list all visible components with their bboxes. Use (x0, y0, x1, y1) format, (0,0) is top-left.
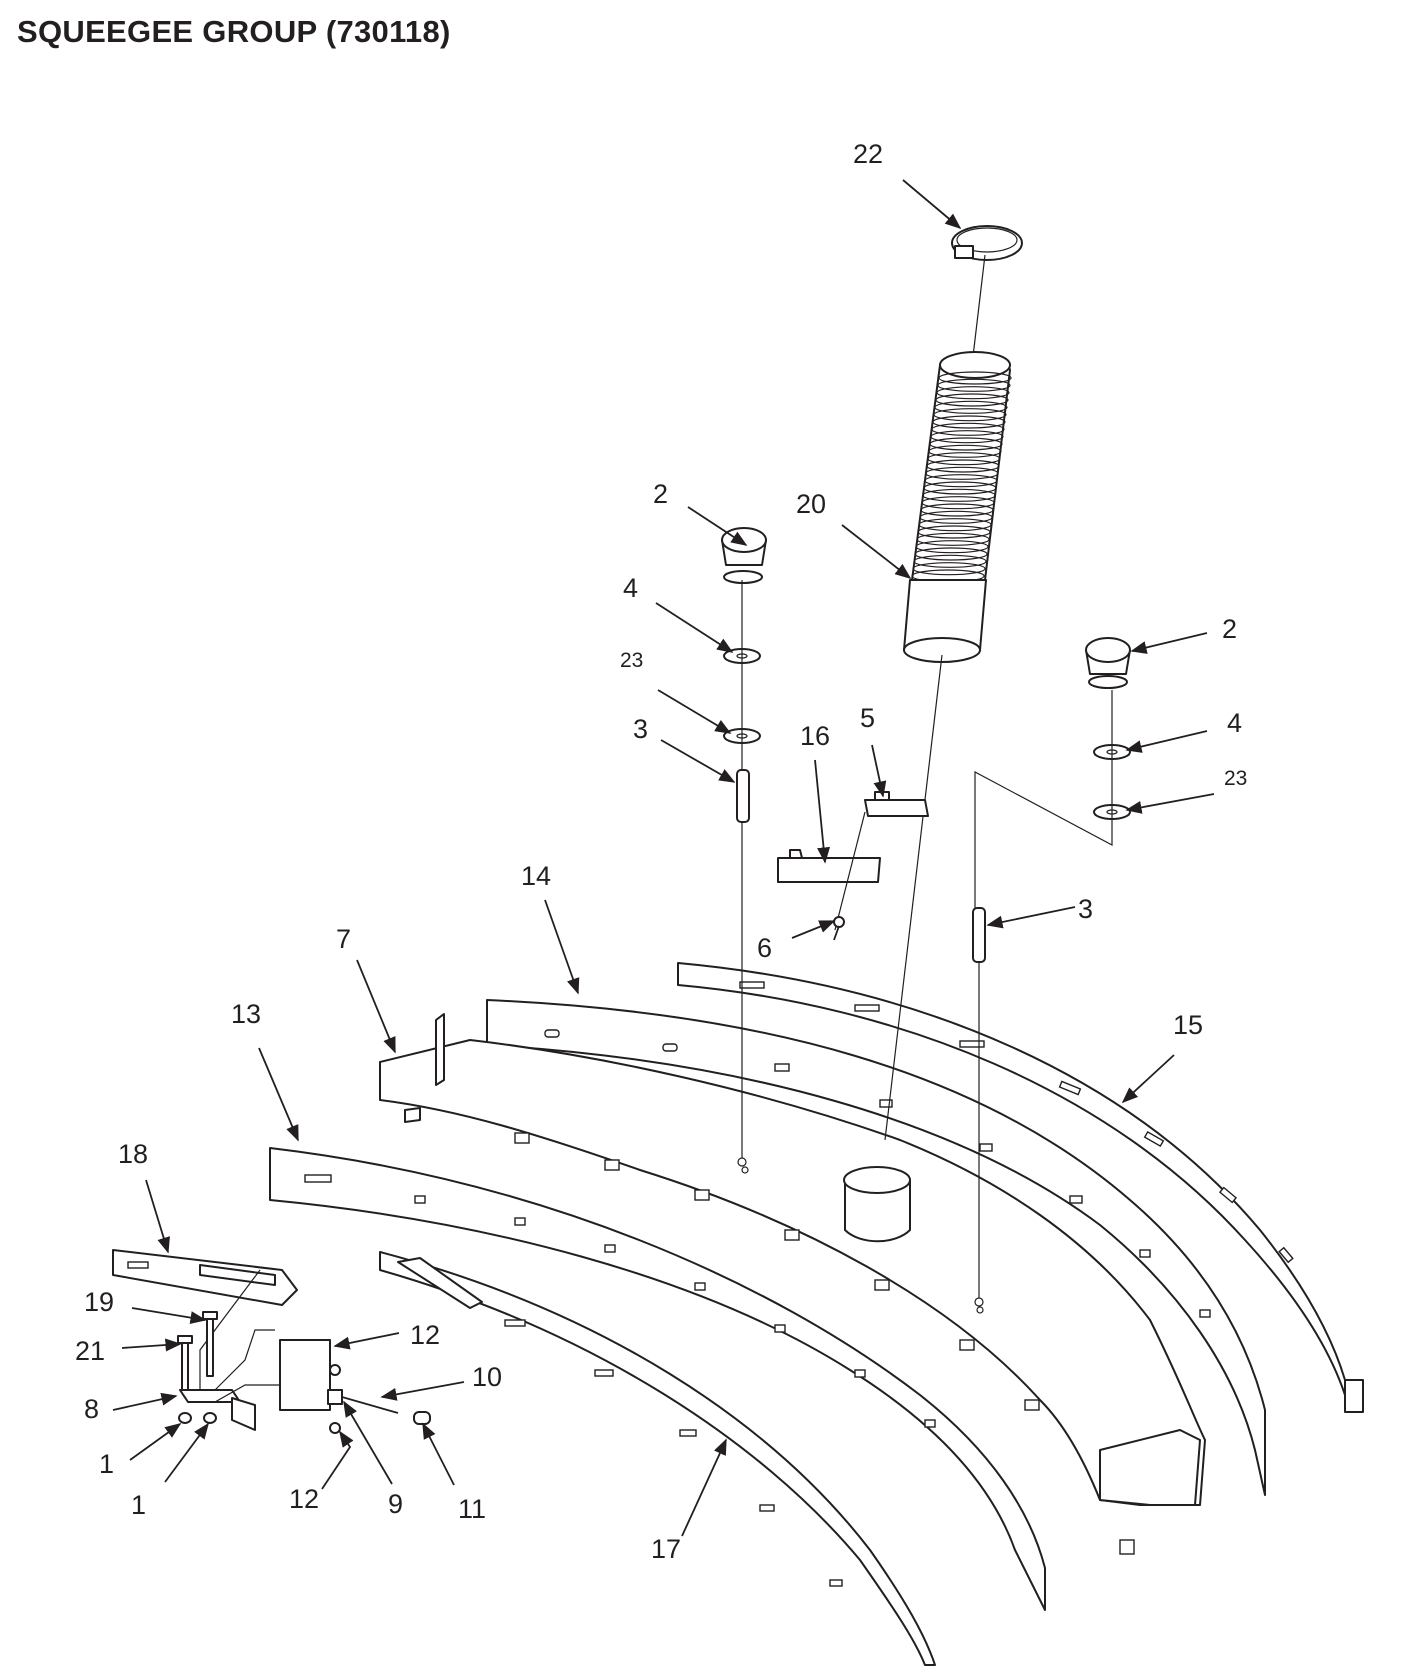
hose-rib (936, 386, 1010, 400)
vacuum-port-cylinder (843, 1166, 911, 1243)
callout-9: 9 (388, 1489, 403, 1519)
hose-rib (916, 532, 990, 546)
part-1-nut-left (178, 1412, 192, 1424)
hose-rib (927, 452, 1001, 466)
hose-rib (919, 510, 993, 524)
callout-15: 15 (1173, 1010, 1203, 1040)
callout-labels: 22 2 20 4 23 3 2 16 5 4 23 14 6 3 7 15 1… (75, 139, 1247, 1564)
callout-1-left: 1 (99, 1449, 114, 1479)
callout-4-right: 4 (1227, 708, 1242, 738)
callout-12-lower: 12 (289, 1484, 319, 1514)
callout-21: 21 (75, 1336, 105, 1366)
callout-19: 19 (84, 1287, 114, 1317)
callout-13: 13 (231, 999, 261, 1029)
callout-11: 11 (458, 1494, 486, 1524)
hose-rib (932, 415, 1006, 429)
callout-23-right: 23 (1224, 767, 1247, 790)
hose-rib (937, 378, 1011, 392)
callout-6: 6 (757, 933, 772, 963)
hose-rib (926, 459, 1000, 473)
hose-rib (938, 371, 1012, 385)
hose-rib (929, 437, 1003, 451)
callout-10: 10 (472, 1362, 502, 1392)
callout-23-left: 23 (620, 649, 643, 672)
callout-3-left: 3 (633, 714, 648, 744)
callout-leaders (112, 179, 1215, 1537)
part-1-nut-right (203, 1412, 217, 1424)
callout-18: 18 (118, 1139, 148, 1169)
hose-rib (920, 503, 994, 517)
hose-rib (915, 540, 989, 554)
callout-2-left: 2 (653, 479, 668, 509)
part-22-hose-clamp (951, 225, 1023, 261)
part-15-outer-blade (677, 962, 1364, 1413)
callout-3-right: 3 (1078, 894, 1093, 924)
part-12-nut-lower (329, 1422, 341, 1434)
part-12-nut-upper (329, 1364, 341, 1376)
hose-rib (930, 430, 1004, 444)
hose-rib (925, 466, 999, 480)
callout-14: 14 (521, 861, 551, 891)
part-21-bolt (177, 1335, 193, 1391)
assembly-line-22 (971, 254, 986, 366)
part-10-rod (341, 1396, 399, 1414)
hose-rib (933, 408, 1007, 422)
part-16-bracket (777, 849, 881, 883)
hose-rib (928, 444, 1002, 458)
hose-rib (913, 554, 987, 568)
part-20-corrugated-hose (903, 351, 1012, 663)
part-2-knob-left (721, 527, 767, 584)
callout-12-upper: 12 (410, 1320, 440, 1350)
part-3-spacer-right (972, 907, 986, 963)
callout-2-right: 2 (1222, 614, 1237, 644)
part-8-caster-mount (179, 1269, 331, 1431)
assembly-line-20 (884, 654, 943, 1141)
hose-rib (921, 496, 995, 510)
callout-5: 5 (860, 703, 875, 733)
part-9-clevis (327, 1389, 343, 1405)
part-3-spacer-left (736, 769, 750, 823)
part-11-cap (413, 1411, 431, 1425)
hose-rib (924, 474, 998, 488)
callout-8: 8 (84, 1394, 99, 1424)
callout-17: 17 (651, 1534, 681, 1564)
part-7-squeegee-frame (379, 1013, 1206, 1555)
hose-rib (918, 518, 992, 532)
assembly-lines-studs (737, 580, 1113, 1307)
hose-rib (923, 481, 997, 495)
part-13-inner-blade (269, 1147, 1046, 1611)
hose-rib (935, 393, 1009, 407)
part-2-knob-right (1085, 637, 1131, 689)
callout-1-right: 1 (131, 1490, 146, 1520)
callout-16: 16 (800, 721, 830, 751)
part-14-curved-blade (486, 999, 1266, 1496)
hose-rib (931, 422, 1005, 436)
callout-20: 20 (796, 489, 826, 519)
part-17-front-blade (379, 1251, 936, 1666)
hose-rib (922, 488, 996, 502)
callout-7: 7 (336, 924, 351, 954)
callout-4-left: 4 (623, 573, 638, 603)
page-title: SQUEEGEE GROUP (730118) (17, 14, 451, 49)
hose-rib (917, 525, 991, 539)
hose-rib (912, 562, 986, 576)
part-5-latch (864, 791, 929, 817)
hose-rib (934, 400, 1008, 414)
callout-22: 22 (853, 139, 883, 169)
hose-rib (914, 547, 988, 561)
assembly-line-5 (834, 811, 866, 931)
part-18-hanger (112, 1249, 298, 1306)
